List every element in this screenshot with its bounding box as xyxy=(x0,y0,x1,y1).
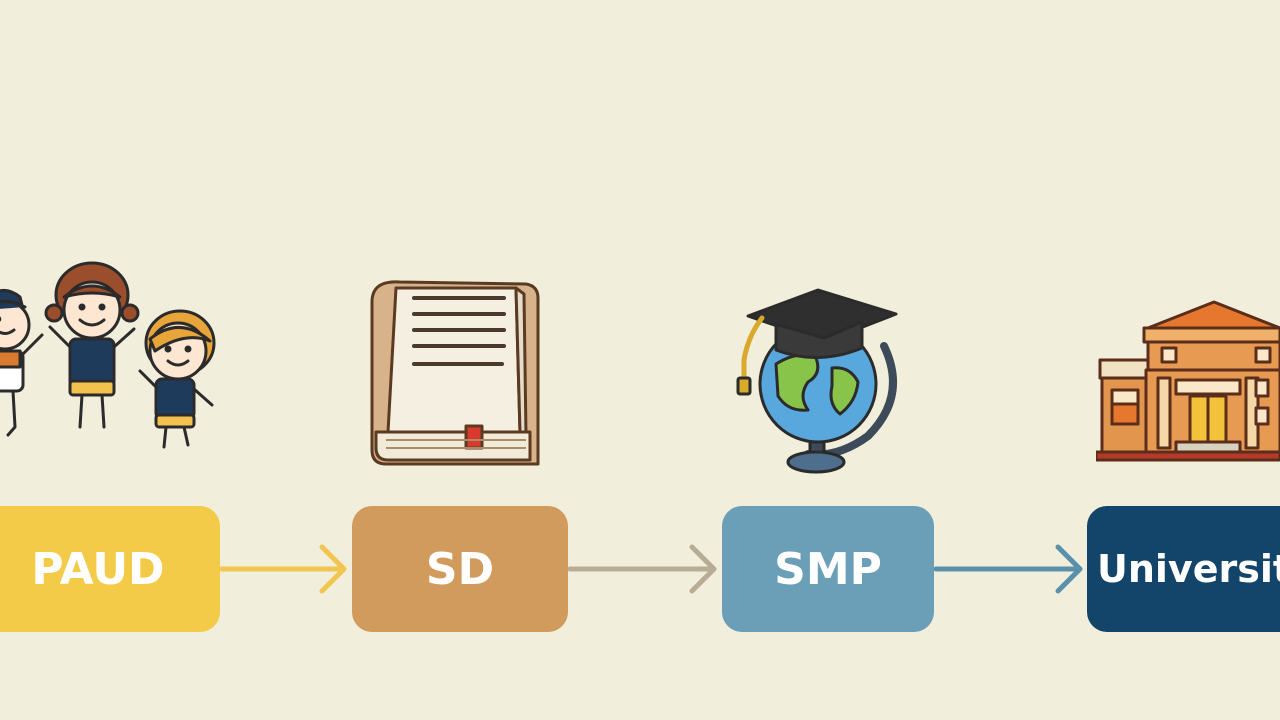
children-icon xyxy=(0,255,240,455)
stage-paud: PAUD xyxy=(0,506,220,632)
stage-smp: SMP xyxy=(722,506,934,632)
arrow-smp-to-university xyxy=(933,544,1083,594)
stage-sd: SD xyxy=(352,506,568,632)
arrow-sd-to-smp xyxy=(567,544,717,594)
stage-university-label: Universit xyxy=(1097,547,1280,591)
university-building-icon xyxy=(1096,298,1280,464)
stage-university: Universit xyxy=(1087,506,1280,632)
graduation-globe-icon xyxy=(728,286,908,476)
arrow-paud-to-sd xyxy=(219,544,347,594)
book-icon xyxy=(366,272,546,472)
stage-sd-label: SD xyxy=(425,543,495,595)
stage-smp-label: SMP xyxy=(774,543,882,595)
stage-paud-label: PAUD xyxy=(31,543,165,595)
